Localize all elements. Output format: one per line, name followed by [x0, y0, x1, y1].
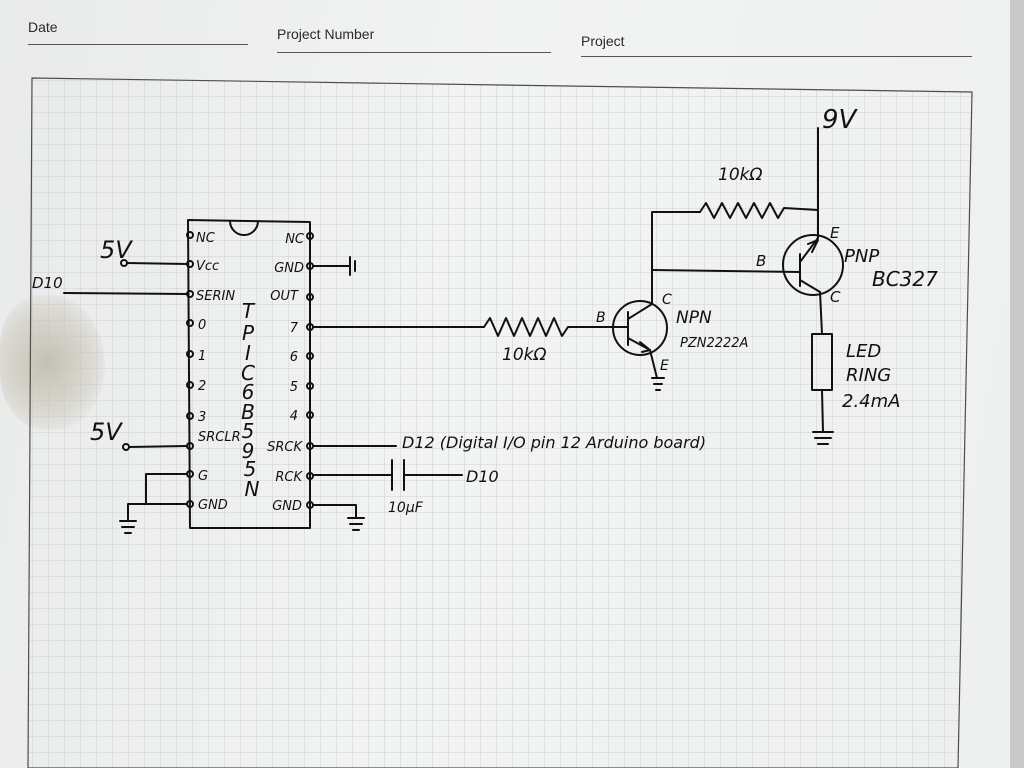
pnp-label: PNP — [844, 246, 879, 267]
pin-3: 3 — [198, 410, 206, 425]
npn-part-label: PZN2222A — [680, 336, 748, 351]
d10-input-label: D10 — [32, 274, 63, 292]
project-number-line — [277, 52, 551, 53]
pin-0: 0 — [198, 318, 206, 333]
vcc-5v-label: 5V — [100, 236, 133, 264]
pin-2: 2 — [198, 379, 206, 394]
project-number-label: Project Number — [277, 26, 375, 42]
d10-output-label: D10 — [466, 467, 499, 486]
led-label-line1: LED — [846, 341, 881, 362]
pin-rck: RCK — [275, 470, 303, 485]
capacitor-label: 10µF — [388, 500, 424, 516]
pin-gnd-right-bottom: GND — [272, 499, 302, 514]
circuit-wires — [63, 127, 844, 534]
svg-text:5: 5 — [244, 457, 257, 481]
pin-srck: SRCK — [267, 440, 303, 455]
pin-5: 5 — [290, 380, 298, 395]
pin-4: 4 — [290, 409, 298, 424]
pnp-transistor — [782, 234, 844, 296]
pin-6: 6 — [290, 350, 298, 365]
svg-text:T: T — [242, 299, 256, 323]
ic-part-letters: T P I C 6 B 5 9 5 N — [241, 299, 260, 501]
svg-text:C: C — [241, 361, 255, 385]
pnp-part-label: BC327 — [872, 267, 938, 291]
pin-nc-left: NC — [196, 231, 216, 246]
led-label-line2: RING — [846, 365, 891, 386]
pnp-collector-pin: C — [830, 288, 841, 306]
svg-text:6: 6 — [242, 380, 255, 404]
base-resistor-label: 10kΩ — [502, 345, 546, 365]
pin-out: OUT — [270, 289, 299, 304]
svg-text:I: I — [245, 341, 251, 365]
project-line — [581, 56, 972, 57]
page-edge — [1010, 0, 1024, 768]
base-resistor — [483, 317, 615, 337]
npn-emitter-pin: E — [660, 358, 669, 374]
pin-1: 1 — [198, 349, 206, 364]
date-line — [28, 44, 248, 45]
grid-area — [27, 77, 973, 768]
pnp-emitter-pin: E — [830, 224, 840, 242]
ic-notch — [229, 220, 259, 236]
svg-text:5: 5 — [242, 419, 255, 443]
pin-nc-right: NC — [285, 232, 305, 247]
project-label: Project — [581, 33, 625, 49]
capacitor — [312, 459, 463, 491]
svg-text:B: B — [241, 400, 255, 424]
svg-text:P: P — [242, 321, 255, 345]
svg-text:9: 9 — [242, 439, 255, 463]
ic-left-pin-labels: NC Vcc SERIN 0 1 2 3 SRCLR G GND — [196, 231, 241, 513]
pullup-resistor-label: 10kΩ — [718, 165, 762, 185]
pin-gnd-right: GND — [274, 261, 304, 276]
d12-note: D12 (Digital I/O pin 12 Arduino board) — [402, 433, 706, 452]
pin-serin: SERIN — [196, 289, 235, 304]
supply-9v: 9V — [822, 105, 859, 135]
pin-7: 7 — [290, 321, 299, 336]
pin-vcc: Vcc — [196, 259, 219, 274]
npn-collector-pin: C — [662, 292, 672, 308]
led-label-line3: 2.4mA — [842, 391, 900, 412]
npn-transistor — [612, 300, 668, 356]
npn-label: NPN — [676, 308, 712, 328]
date-label: Date — [28, 19, 58, 35]
pin-g: G — [198, 469, 208, 484]
pin-srclr: SRCLR — [198, 430, 241, 445]
pullup-resistor — [699, 202, 819, 219]
svg-text:N: N — [245, 477, 260, 501]
npn-base-pin: B — [596, 310, 606, 326]
led-ring-load — [811, 291, 833, 433]
srclr-5v-label: 5V — [90, 418, 123, 446]
ic-right-pin-labels: NC GND OUT 7 6 5 4 SRCK RCK GND — [267, 232, 305, 514]
ic-body — [187, 219, 311, 529]
pnp-base-pin: B — [756, 252, 766, 270]
pin-gnd-left: GND — [198, 498, 228, 513]
